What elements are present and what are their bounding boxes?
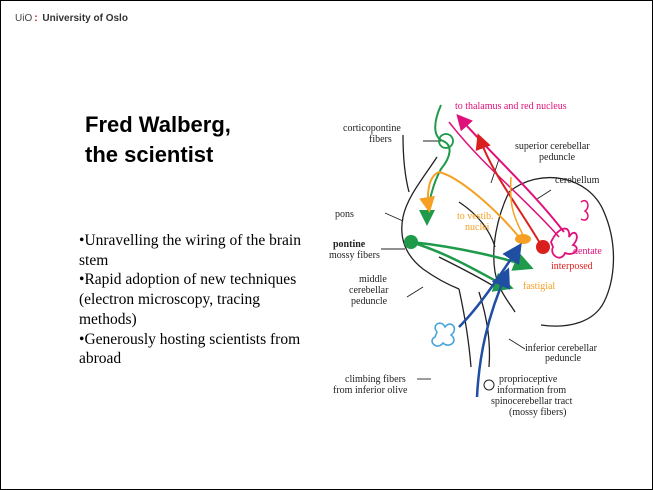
bullet-item: Rapid adoption of new techniques (electr…: [79, 270, 309, 329]
label-climbing-1: climbing fibers: [345, 374, 406, 385]
label-pontine-2: mossy fibers: [329, 250, 380, 261]
logo-separator: :: [34, 13, 37, 24]
label-middle-1: middle: [359, 274, 387, 285]
logo-text: University of Oslo: [42, 13, 128, 24]
title-line-1: Fred Walberg,: [85, 110, 231, 140]
interposed-nucleus: [536, 240, 550, 254]
cerebellum-wiring-diagram: to thalamus and red nucleus corticoponti…: [319, 97, 639, 431]
label-to-vestib-1: to vestib.: [457, 211, 494, 222]
label-dentate: dentate: [573, 246, 602, 257]
label-pons: pons: [335, 209, 354, 220]
climbing-fiber: [459, 247, 519, 327]
label-proprio-1: proprioceptive: [499, 374, 558, 385]
proprioceptive-loop: [484, 380, 494, 390]
label-middle-2: cerebellar: [349, 285, 389, 296]
pointer-inferior: [509, 339, 525, 349]
slide-title: Fred Walberg, the scientist: [85, 110, 231, 170]
label-proprio-2: information from: [497, 385, 566, 396]
university-logo: UiO: University of Oslo: [15, 13, 128, 24]
pointer-pons: [385, 213, 403, 221]
logo-prefix: UiO: [15, 13, 32, 24]
pontine-fiber-1: [411, 242, 529, 267]
label-fastigial: fastigial: [523, 281, 555, 292]
vertical-edge-left: [403, 135, 409, 192]
label-middle-3: peduncle: [351, 296, 388, 307]
fastigial-nucleus: [515, 234, 531, 244]
pointer-cerebellum: [537, 190, 551, 199]
title-line-2: the scientist: [85, 140, 231, 170]
label-cerebellum: cerebellum: [555, 175, 600, 186]
label-climbing-2: from inferior olive: [333, 385, 408, 396]
label-proprio-3: spinocerebellar tract: [491, 396, 573, 407]
inferior-olive: [432, 323, 454, 346]
label-to-vestib-2: nuclei: [465, 222, 490, 233]
pointer-middle: [407, 287, 423, 297]
corticopontine-fiber: [427, 105, 450, 222]
label-pontine-1: pontine: [333, 239, 366, 250]
label-proprio-4: (mossy fibers): [509, 407, 567, 418]
bullet-item: Generously hosting scientists from abroa…: [79, 330, 309, 369]
label-inferior-2: peduncle: [545, 353, 582, 364]
cerebellar-cortex-magenta: [581, 201, 588, 220]
label-interposed: interposed: [551, 261, 593, 272]
label-superior-2: peduncle: [539, 152, 576, 163]
bullet-list: Unravelling the wiring of the brain stem…: [79, 231, 309, 369]
label-corticopontine-2: fibers: [369, 134, 392, 145]
bullet-item: Unravelling the wiring of the brain stem: [79, 231, 309, 270]
label-to-thalamus: to thalamus and red nucleus: [455, 101, 567, 112]
label-corticopontine-1: corticopontine: [343, 123, 401, 134]
label-superior-1: superior cerebellar: [515, 141, 590, 152]
brainstem-outline: [459, 289, 490, 367]
